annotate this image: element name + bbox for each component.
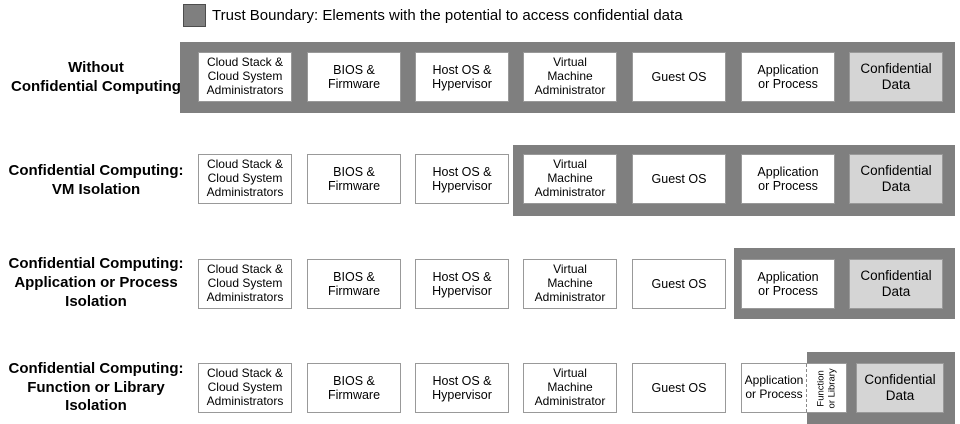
trust-boundary-swatch (183, 4, 206, 27)
row-3-box-confidential-data: Confidential Data (849, 259, 943, 309)
legend-label: Trust Boundary: Elements with the potent… (212, 7, 683, 24)
row-4-box-application-process-split: Application or Process Function or Libra… (741, 363, 847, 413)
row-3-label: Confidential Computing: Application or P… (8, 255, 184, 310)
row-4-box-vm-administrator: Virtual Machine Administrator (523, 363, 617, 413)
dashed-divider (806, 364, 807, 412)
row-4-box-bios-firmware: BIOS & Firmware (307, 363, 401, 413)
row-4-box-confidential-data: Confidential Data (856, 363, 944, 413)
row-4-application-process-label: Application or Process (744, 373, 804, 401)
row-2-box-guest-os: Guest OS (632, 154, 726, 204)
row-2-box-vm-administrator: Virtual Machine Administrator (523, 154, 617, 204)
row-2-box-bios-firmware: BIOS & Firmware (307, 154, 401, 204)
row-2-box-confidential-data: Confidential Data (849, 154, 943, 204)
row-1-box-bios-firmware: BIOS & Firmware (307, 52, 401, 102)
row-1-box-application-process: Application or Process (741, 52, 835, 102)
row-4-function-library-label: Function or Library (815, 367, 838, 409)
row-4-function-library-cell: Function or Library (807, 364, 846, 412)
row-3-box-host-os-hypervisor: Host OS & Hypervisor (415, 259, 509, 309)
row-4-box-guest-os: Guest OS (632, 363, 726, 413)
row-3-box-vm-administrator: Virtual Machine Administrator (523, 259, 617, 309)
row-3-box-application-process: Application or Process (741, 259, 835, 309)
row-1-box-cloud-admins: Cloud Stack & Cloud System Administrator… (198, 52, 292, 102)
row-1-box-vm-administrator: Virtual Machine Administrator (523, 52, 617, 102)
row-2-box-host-os-hypervisor: Host OS & Hypervisor (415, 154, 509, 204)
row-3-box-cloud-admins: Cloud Stack & Cloud System Administrator… (198, 259, 292, 309)
row-1-box-guest-os: Guest OS (632, 52, 726, 102)
row-1-box-host-os-hypervisor: Host OS & Hypervisor (415, 52, 509, 102)
row-2-box-cloud-admins: Cloud Stack & Cloud System Administrator… (198, 154, 292, 204)
row-2-box-application-process: Application or Process (741, 154, 835, 204)
row-4-label: Confidential Computing: Function or Libr… (8, 359, 184, 415)
row-4-box-host-os-hypervisor: Host OS & Hypervisor (415, 363, 509, 413)
row-3-box-guest-os: Guest OS (632, 259, 726, 309)
row-1-box-confidential-data: Confidential Data (849, 52, 943, 102)
row-4-box-cloud-admins: Cloud Stack & Cloud System Administrator… (198, 363, 292, 413)
row-1-label: Without Confidential Computing (11, 58, 181, 95)
row-3-box-bios-firmware: BIOS & Firmware (307, 259, 401, 309)
row-2-label: Confidential Computing: VM Isolation (8, 161, 184, 198)
